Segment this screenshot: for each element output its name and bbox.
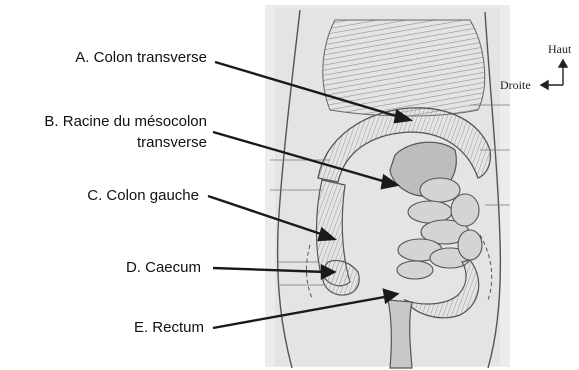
label-racine-mesocolon-line1: B. Racine du mésocolon [44, 112, 207, 132]
label-rectum: E. Rectum [134, 318, 204, 338]
rectum-shape [388, 300, 412, 368]
orientation-up-label: Haut [548, 42, 571, 57]
orientation-right-label: Droite [500, 78, 531, 93]
label-racine-mesocolon-line2: transverse [137, 133, 207, 153]
label-caecum: D. Caecum [126, 258, 201, 278]
label-colon-gauche: C. Colon gauche [87, 186, 199, 206]
label-colon-transverse: A. Colon transverse [75, 48, 207, 68]
orientation-arrows [541, 60, 567, 89]
